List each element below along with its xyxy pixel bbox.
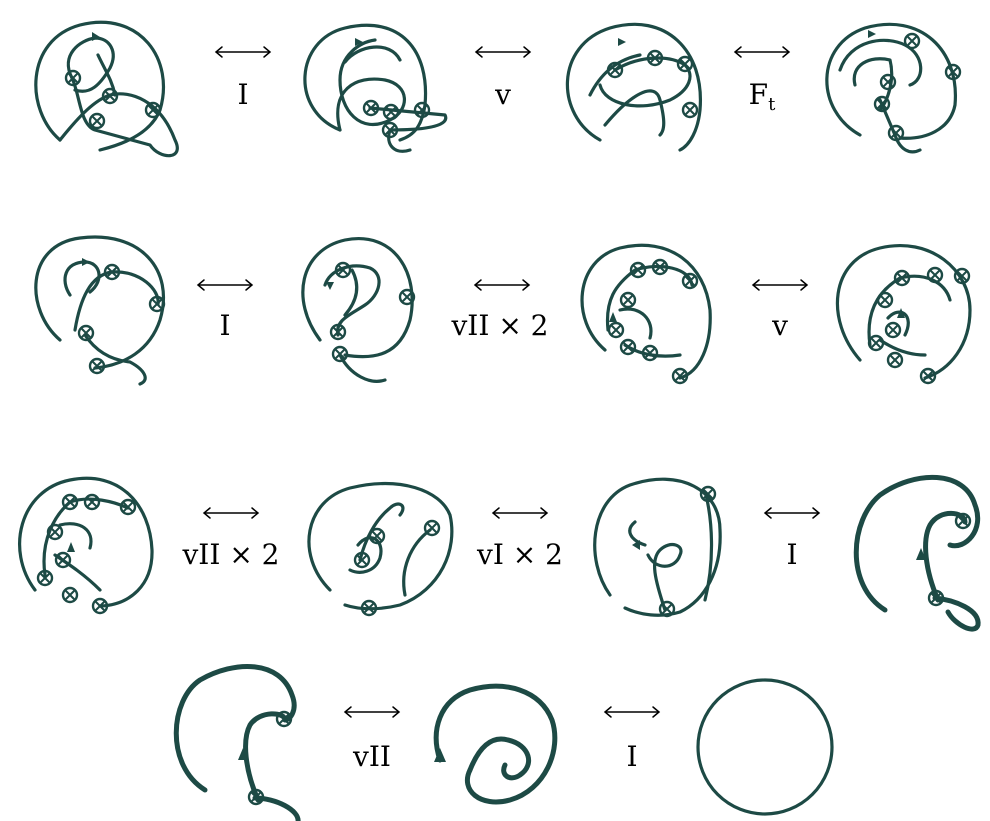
move-label: I: [626, 740, 637, 773]
spiral-diagram: [433, 683, 558, 805]
move-label: vI × 2: [476, 538, 563, 571]
move-label: I: [786, 538, 797, 571]
double-arrow-icon: [751, 279, 809, 291]
move-7: vII × 2: [181, 507, 280, 571]
knot-diagram-12: [853, 474, 981, 632]
knot-diagram-10: [307, 482, 454, 617]
double-arrow-icon: [214, 46, 272, 58]
knot-diagram-3: [565, 22, 702, 152]
move-label: I: [237, 78, 248, 111]
double-arrow-icon: [473, 279, 531, 291]
knot-diagram-13: [173, 664, 301, 821]
move-6: v: [751, 279, 809, 342]
move-10: vII: [343, 706, 401, 773]
knot-diagram-7: [580, 243, 712, 385]
knot-diagram-5: [34, 235, 166, 386]
move-8: vI × 2: [476, 507, 563, 571]
move-1: I: [214, 46, 272, 111]
move-label: Ft: [749, 78, 776, 115]
move-5: vII × 2: [450, 279, 549, 342]
move-label: I: [219, 309, 230, 342]
move-label: vII × 2: [450, 309, 548, 342]
knot-diagram-11: [593, 477, 722, 618]
knot-diagram-4: [825, 22, 962, 154]
knot-diagram-1: [34, 20, 179, 158]
double-arrow-icon: [474, 46, 532, 58]
double-arrow-icon: [733, 46, 791, 58]
unknot-circle: [696, 678, 834, 816]
knot-diagram-6: [301, 237, 416, 383]
double-arrow-icon: [763, 507, 821, 519]
move-label: v: [494, 78, 511, 111]
move-11: I: [603, 706, 661, 773]
knot-diagram-8: [835, 244, 972, 385]
move-label: vII: [352, 740, 391, 773]
move-2: v: [474, 46, 532, 111]
move-4: I: [196, 279, 254, 342]
double-arrow-icon: [202, 507, 260, 519]
move-label: vII × 2: [181, 538, 279, 571]
move-9: I: [763, 507, 821, 571]
double-arrow-icon: [343, 706, 401, 718]
knot-diagram-2: [303, 23, 448, 153]
double-arrow-icon: [196, 279, 254, 291]
move-label: v: [771, 309, 788, 342]
double-arrow-icon: [491, 507, 549, 519]
double-arrow-icon: [603, 706, 661, 718]
knot-diagram-9: [18, 476, 154, 615]
move-3: Ft: [733, 46, 791, 115]
